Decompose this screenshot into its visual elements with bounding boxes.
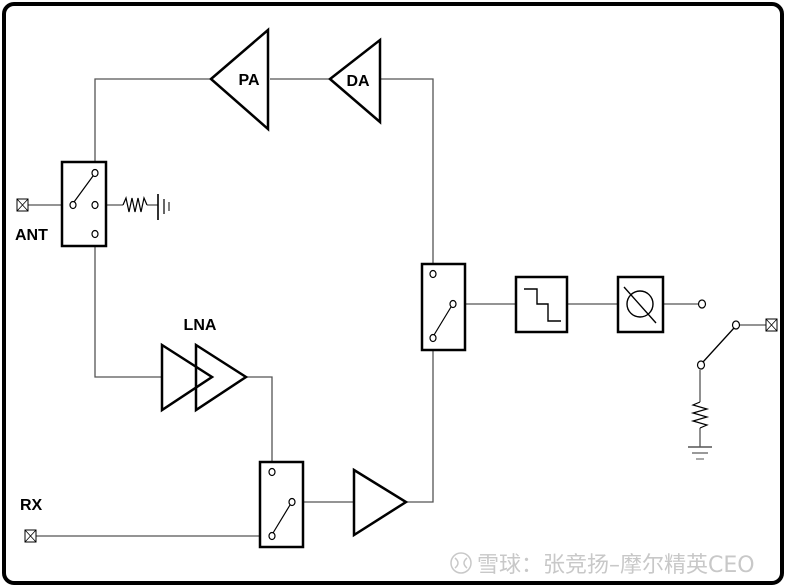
rx-port: RX bbox=[20, 497, 43, 543]
wire-switch-to-pa bbox=[94, 78, 211, 162]
phase-shifter bbox=[616, 275, 665, 334]
lna-label: LNA bbox=[184, 317, 217, 334]
lna-amplifier: LNA bbox=[160, 317, 249, 413]
watermark-text: 雪球：张竞扬–摩尔精英CEO bbox=[477, 553, 755, 578]
phase-icon bbox=[626, 290, 654, 318]
rx-label: RX bbox=[20, 497, 43, 514]
wire-amp-to-switch bbox=[406, 351, 434, 503]
output-port bbox=[765, 318, 778, 332]
ant-label: ANT bbox=[15, 227, 48, 244]
da-amplifier: DA bbox=[328, 37, 382, 125]
step-icon bbox=[524, 288, 561, 322]
output-ground-icon bbox=[688, 446, 712, 460]
rx-amplifier bbox=[352, 467, 409, 538]
output-switch bbox=[696, 299, 741, 370]
da-label: DA bbox=[346, 73, 370, 90]
pa-amplifier: PA bbox=[209, 27, 270, 132]
ant-port: ANT bbox=[15, 198, 48, 244]
watermark: 雪球：张竞扬–摩尔精英CEO bbox=[450, 552, 755, 578]
rx-switch bbox=[258, 460, 305, 549]
ground-icon bbox=[157, 194, 170, 220]
step-attenuator bbox=[514, 275, 569, 334]
wire-da-to-switch bbox=[381, 78, 434, 264]
termination-resistor-icon bbox=[122, 196, 148, 213]
tx-rx-switch bbox=[420, 262, 467, 352]
wire-lna-to-rxswitch bbox=[246, 376, 273, 462]
pa-label: PA bbox=[238, 72, 259, 89]
output-resistor-icon bbox=[690, 401, 710, 429]
wire-switch-to-lna bbox=[94, 246, 162, 378]
xueqiu-logo-icon bbox=[450, 552, 472, 574]
antenna-switch bbox=[60, 160, 108, 248]
